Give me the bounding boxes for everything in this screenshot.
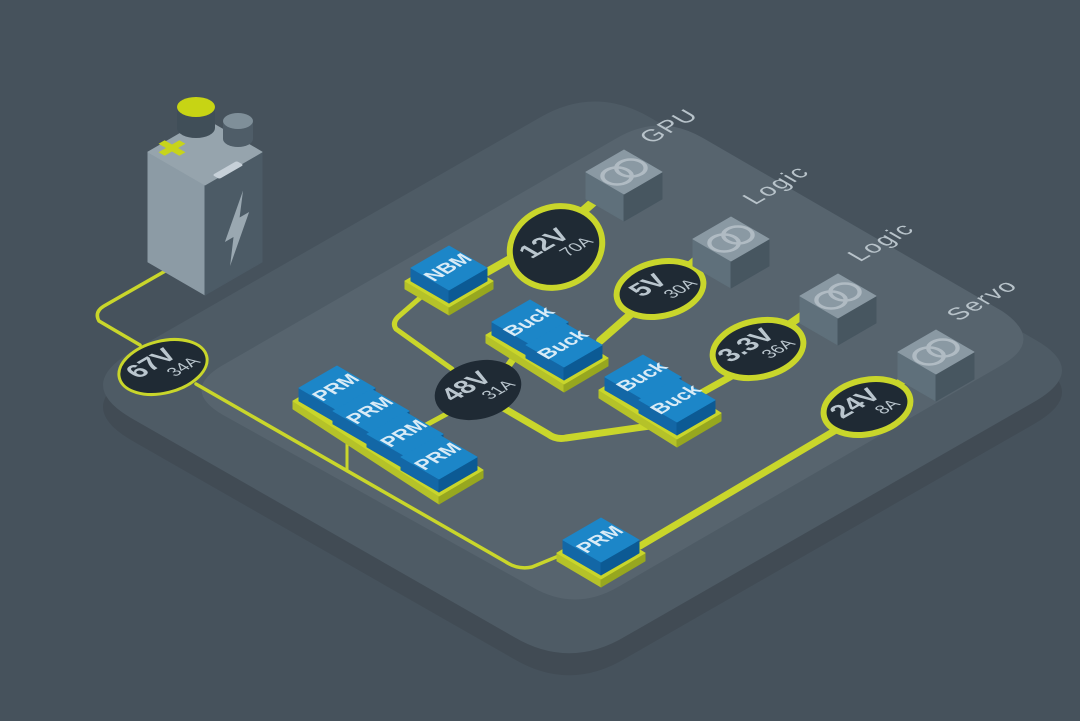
module-top-face (410, 245, 488, 291)
module-buck-pair-b-1: Buck (638, 377, 716, 436)
module-top-face (562, 517, 640, 563)
trace-nbm-to-48v (391, 294, 455, 372)
badge-ellipse (506, 203, 606, 291)
module-top-face (638, 377, 716, 423)
trace-prm-output-to-24v (636, 426, 840, 550)
transformer-icon (912, 338, 960, 366)
transformer-icon (814, 282, 862, 310)
module-group-prm-output: PRM (556, 517, 646, 588)
load-top-face (585, 149, 663, 195)
battery-terminal-yellow-top (177, 97, 215, 117)
module-top-face (400, 434, 478, 480)
module-buck-pair-a-1: Buck (525, 322, 603, 381)
badge-ellipse (613, 258, 707, 320)
plus-icon (158, 140, 186, 156)
badge-ellipse (709, 316, 807, 382)
badge-ellipse (434, 359, 522, 421)
trace-battery-to-67v (95, 264, 176, 347)
battery-terminal-gray-top (223, 113, 253, 129)
load-top-face (692, 216, 770, 262)
badge-ellipse (820, 376, 914, 438)
transformer-icon (600, 158, 648, 186)
badge-ellipse (117, 338, 209, 396)
battery-icon (147, 97, 263, 296)
load-gpu: GPU (585, 105, 706, 222)
module-group-nbm: NBM (404, 245, 494, 316)
minus-icon (213, 161, 243, 179)
module-prm-array-3: PRM (400, 434, 478, 493)
module-top-face (525, 322, 603, 368)
module-nbm-0: NBM (410, 245, 488, 304)
trace-48v-to-buck-b (496, 402, 654, 442)
lightning-bolt-icon (224, 190, 250, 266)
load-top-face (897, 329, 975, 375)
transformer-icon (707, 225, 755, 253)
load-top-face (799, 273, 877, 319)
trace-67v-to-prm-output (194, 382, 568, 570)
